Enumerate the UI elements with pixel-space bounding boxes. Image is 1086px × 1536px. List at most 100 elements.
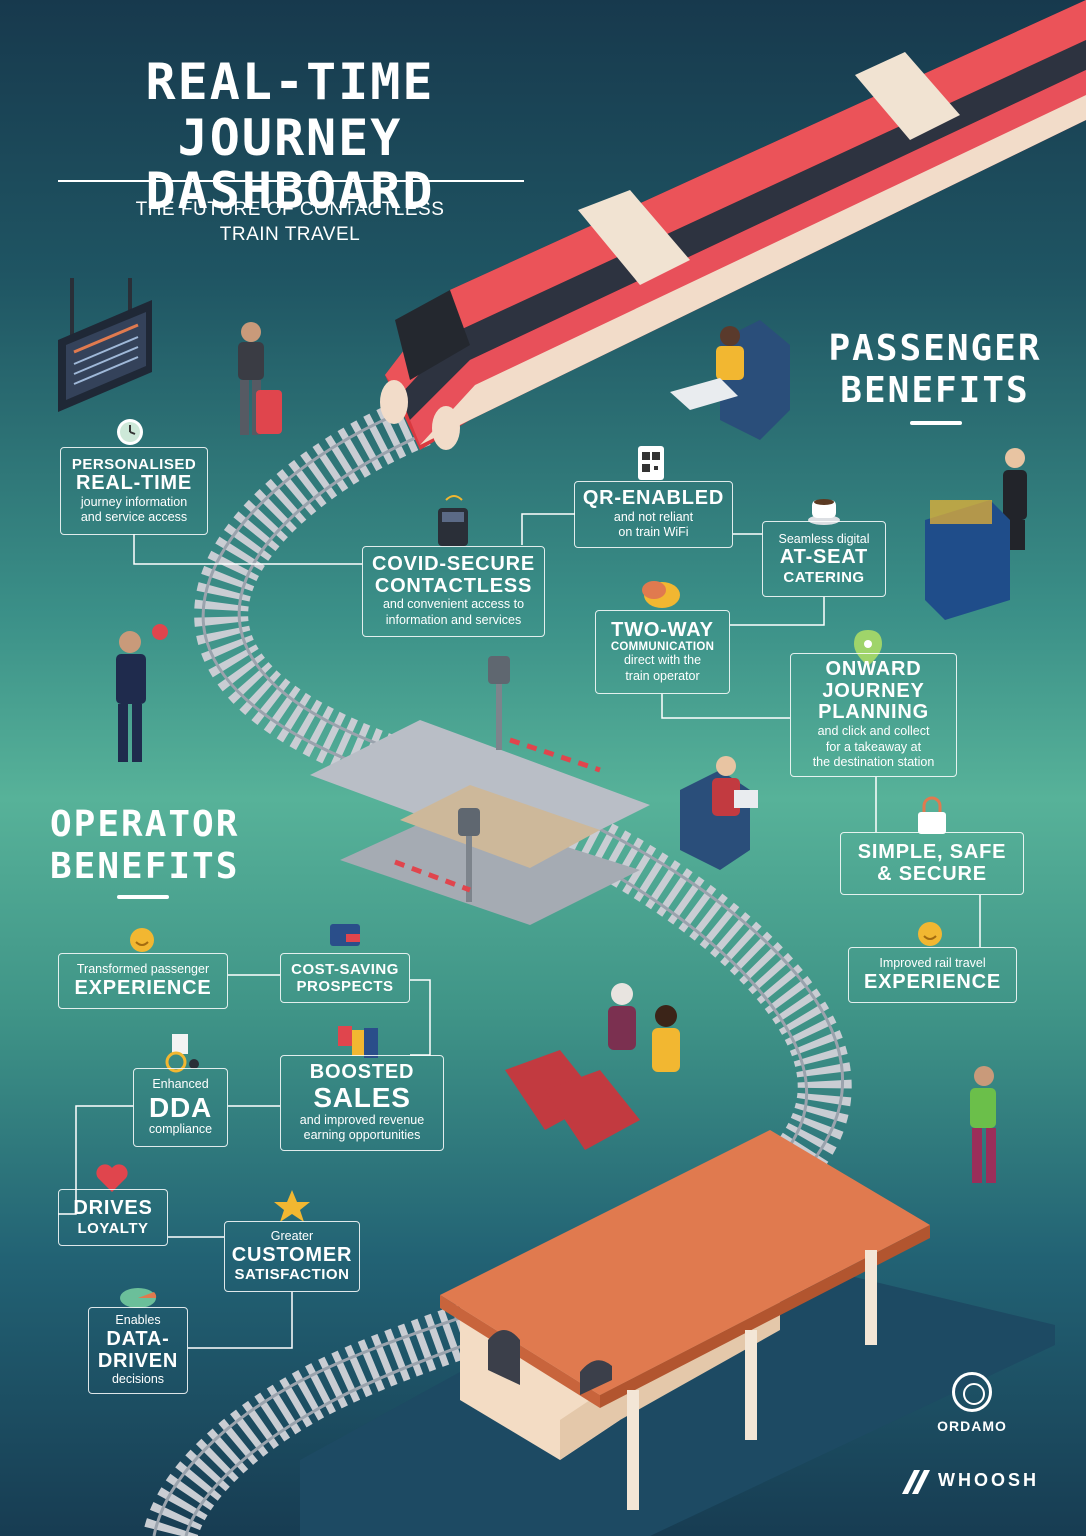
laptop-passenger bbox=[670, 320, 790, 440]
card-onward-journey-planning: ONWARD JOURNEY PLANNING and click and co… bbox=[790, 653, 957, 777]
card-personalised-desc2: and service access bbox=[80, 510, 188, 525]
card-at-seat-catering: Seamless digital AT-SEAT CATERING bbox=[762, 521, 886, 597]
smiley-icon bbox=[918, 922, 942, 946]
card-onward-title1: ONWARD bbox=[825, 658, 922, 681]
card-cost-saving-prospects: COST-SAVING PROSPECTS bbox=[280, 953, 410, 1003]
card-dda-compliance: Enhanced DDA compliance bbox=[133, 1068, 228, 1147]
card-covid-title1: COVID-SECURE bbox=[372, 553, 535, 576]
whoosh-logo: WHOOSH bbox=[900, 1464, 1050, 1498]
card-covid-secure-contactless: COVID-SECURE CONTACTLESS and convenient … bbox=[362, 546, 545, 637]
card-sales-title2: SALES bbox=[313, 1082, 411, 1114]
card-sales-desc1: and improved revenue bbox=[299, 1112, 425, 1127]
card-improved-experience: Improved rail travel EXPERIENCE bbox=[848, 947, 1017, 1003]
card-transformed-title: EXPERIENCE bbox=[74, 977, 212, 1000]
card-personalised-desc1: journey information bbox=[80, 494, 188, 509]
padlock-icon bbox=[918, 796, 946, 834]
clock-icon bbox=[117, 419, 143, 445]
location-pin-icon bbox=[854, 630, 882, 666]
card-onward-desc2: for a takeaway at bbox=[825, 739, 922, 754]
card-two-way-desc2: train operator bbox=[625, 668, 700, 683]
card-transformed-pre: Transformed passenger bbox=[76, 962, 210, 977]
passenger-benefits-heading-line1: PASSENGER bbox=[828, 328, 1042, 369]
card-qr-desc1: and not reliant bbox=[613, 509, 694, 524]
card-improved-title: EXPERIENCE bbox=[864, 971, 1001, 994]
card-loyalty-title1: DRIVES bbox=[73, 1197, 153, 1220]
card-catering-pre: Seamless digital bbox=[778, 531, 870, 546]
station bbox=[300, 1130, 1055, 1536]
page-subtitle-line1: THE FUTURE OF CONTACTLESS bbox=[135, 199, 445, 220]
ordamo-logo-icon bbox=[952, 1372, 992, 1412]
card-dda-post: compliance bbox=[148, 1122, 213, 1137]
card-covid-title2: CONTACTLESS bbox=[374, 574, 533, 597]
card-data-post: decisions bbox=[111, 1372, 165, 1387]
card-two-way-communication: TWO-WAY COMMUNICATION direct with the tr… bbox=[595, 610, 730, 694]
card-covid-desc1: and convenient access to bbox=[382, 597, 525, 612]
operator-benefits-heading-line2: BENEFITS bbox=[50, 846, 240, 887]
ordamo-logo: ORDAMO bbox=[926, 1372, 1018, 1434]
card-boosted-sales: BOOSTED SALES and improved revenue earni… bbox=[280, 1055, 444, 1151]
card-simple-title2: & SECURE bbox=[877, 862, 987, 885]
card-covid-desc2: information and services bbox=[385, 613, 522, 628]
chat-bubble-icon bbox=[642, 581, 680, 608]
card-data-driven: Enables DATA- DRIVEN decisions bbox=[88, 1307, 188, 1394]
seated-couple bbox=[505, 983, 680, 1150]
card-cost-title1: COST-SAVING bbox=[291, 960, 399, 978]
wallet-icon bbox=[330, 924, 360, 946]
train bbox=[380, 0, 1086, 450]
card-cost-title2: PROSPECTS bbox=[296, 978, 394, 995]
card-catering-title1: AT-SEAT bbox=[779, 546, 869, 569]
card-onward-desc3: the destination station bbox=[812, 755, 935, 770]
card-simple-title1: SIMPLE, SAFE bbox=[857, 840, 1007, 863]
card-simple-safe-secure: SIMPLE, SAFE & SECURE bbox=[840, 832, 1024, 895]
star-icon bbox=[274, 1190, 310, 1222]
smiley-icon-operator bbox=[130, 928, 154, 952]
page-title-line2: JOURNEY DASHBOARD bbox=[145, 109, 435, 220]
card-sales-title1: BOOSTED bbox=[309, 1060, 415, 1083]
passenger-benefits-heading-line2: BENEFITS bbox=[840, 370, 1030, 411]
connector-lines bbox=[58, 513, 981, 1349]
card-two-way-title: TWO-WAY bbox=[611, 618, 714, 641]
departure-board-icon bbox=[58, 278, 152, 412]
card-dda-title: DDA bbox=[148, 1091, 213, 1123]
level-crossing bbox=[310, 656, 650, 925]
card-qr-title: QR-ENABLED bbox=[582, 487, 725, 510]
card-data-title2: DRIVEN bbox=[97, 1349, 179, 1372]
card-loyalty-title2: LOYALTY bbox=[77, 1219, 149, 1237]
card-sales-desc2: earning opportunities bbox=[303, 1128, 421, 1143]
title-divider bbox=[58, 180, 524, 182]
conductor-figure bbox=[116, 624, 168, 762]
qr-code-icon bbox=[638, 446, 664, 480]
card-personalised-title: REAL-TIME bbox=[75, 472, 193, 495]
card-drives-loyalty: DRIVES LOYALTY bbox=[58, 1189, 168, 1246]
card-customer-satisfaction: Greater CUSTOMER SATISFACTION bbox=[224, 1221, 360, 1292]
card-onward-title2: JOURNEY bbox=[822, 679, 925, 702]
card-onward-desc1: and click and collect bbox=[817, 723, 930, 738]
card-data-title1: DATA- bbox=[106, 1327, 170, 1350]
card-reader-icon bbox=[438, 495, 468, 546]
card-catering-title2: CATERING bbox=[783, 568, 865, 586]
card-satisfaction-title2: SATISFACTION bbox=[234, 1266, 350, 1284]
card-dda-pre: Enhanced bbox=[152, 1077, 209, 1092]
card-qr-enabled: QR-ENABLED and not reliant on train WiFi bbox=[574, 481, 733, 548]
card-qr-desc2: on train WiFi bbox=[618, 525, 689, 540]
card-improved-pre: Improved rail travel bbox=[879, 956, 986, 971]
ordamo-logo-text: ORDAMO bbox=[937, 1418, 1007, 1434]
page-subtitle-line2: TRAIN TRAVEL bbox=[219, 224, 361, 245]
blocks-icon bbox=[338, 1026, 378, 1058]
card-two-way-sub: COMMUNICATION bbox=[610, 641, 715, 654]
card-personalised-pre: PERSONALISED bbox=[71, 455, 197, 473]
traveller-figure bbox=[238, 322, 282, 435]
wheelchair-icon bbox=[165, 1034, 199, 1073]
card-onward-title3: PLANNING bbox=[818, 701, 929, 724]
pie-chart-icon bbox=[120, 1288, 157, 1308]
card-transformed-experience: Transformed passenger EXPERIENCE bbox=[58, 953, 228, 1009]
card-personalised-real-time: PERSONALISED REAL-TIME journey informati… bbox=[60, 447, 208, 535]
catering-attendant bbox=[925, 448, 1027, 620]
walking-passenger bbox=[970, 1066, 996, 1183]
whoosh-logo-icon bbox=[902, 1470, 930, 1494]
card-two-way-desc1: direct with the bbox=[623, 653, 702, 668]
heart-icon bbox=[96, 1164, 128, 1192]
seated-passenger bbox=[680, 756, 758, 870]
card-satisfaction-title1: CUSTOMER bbox=[231, 1243, 353, 1266]
